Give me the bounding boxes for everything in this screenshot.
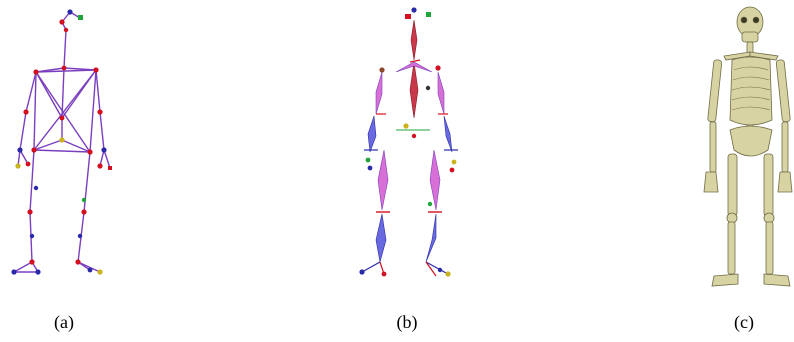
panel-b <box>340 0 480 300</box>
caption-c: (c) <box>734 312 754 332</box>
stick-figure <box>11 9 112 275</box>
caption-a: (a) <box>54 312 74 332</box>
anatomical-skeleton <box>703 6 793 287</box>
panel-c <box>692 0 794 300</box>
bone-model <box>359 7 458 277</box>
panel-a <box>0 0 140 300</box>
caption-b: (b) <box>396 312 418 332</box>
